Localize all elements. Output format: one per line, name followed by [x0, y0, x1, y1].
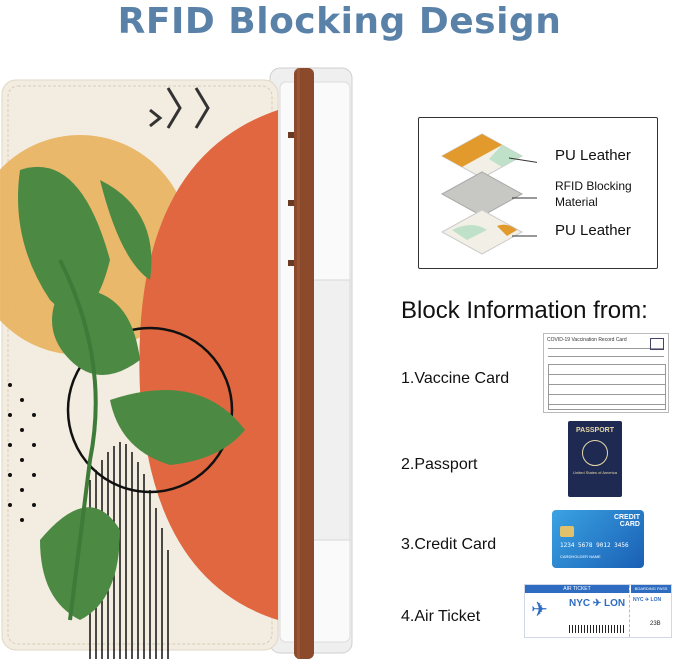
credit-card-thumb-number: 1234 5678 9012 3456: [560, 542, 629, 549]
boarding-pass-thumb-title: BOARDING PASS: [631, 585, 671, 593]
block-information-heading: Block Information from:: [401, 297, 648, 324]
item-label-air-ticket: 4.Air Ticket: [401, 608, 481, 625]
passport-thumbnail: PASSPORT United States of America: [568, 421, 622, 497]
item-label-credit-card: 3.Credit Card: [401, 536, 497, 553]
airplane-icon: ✈: [531, 599, 548, 621]
air-ticket-thumb-seat: 23B: [650, 621, 661, 627]
air-ticket-thumbnail: AIR TICKET BOARDING PASS ✈ NYC ✈ LON NYC…: [524, 584, 672, 638]
layer-middle-label: RFID Blocking Material: [555, 179, 632, 209]
passport-thumb-title: PASSPORT: [576, 427, 614, 434]
credit-card-thumb-name: CARDHOLDER NAME: [560, 554, 601, 559]
layer-top-label: PU Leather: [555, 147, 631, 164]
credit-card-thumbnail: CREDIT CARD 1234 5678 9012 3456 CARDHOLD…: [552, 510, 644, 568]
air-ticket-thumb-route-small: NYC ✈ LON: [633, 597, 662, 603]
chip-icon: [560, 526, 574, 537]
item-label-vaccine: 1.Vaccine Card: [401, 370, 510, 387]
layer-bottom-label: PU Leather: [555, 222, 631, 239]
passport-cover-illustration: [0, 67, 353, 659]
passport-thumb-sub: United States of America: [572, 470, 618, 475]
vaccine-card-title: COVID-19 Vaccination Record Card: [547, 337, 627, 343]
page-title: RFID Blocking Design: [117, 1, 562, 42]
air-ticket-thumb-title: AIR TICKET: [525, 585, 629, 593]
layer-stack-icon: [440, 133, 537, 255]
material-layers-panel: PU Leather RFID Blocking Material PU Lea…: [418, 117, 658, 269]
vaccine-card-thumbnail: COVID-19 Vaccination Record Card: [543, 333, 669, 413]
eagle-seal-icon: [582, 440, 608, 466]
credit-card-thumb-title: CREDIT CARD: [613, 514, 640, 528]
air-ticket-thumb-route: NYC ✈ LON: [569, 598, 626, 609]
item-label-passport: 2.Passport: [401, 456, 478, 473]
